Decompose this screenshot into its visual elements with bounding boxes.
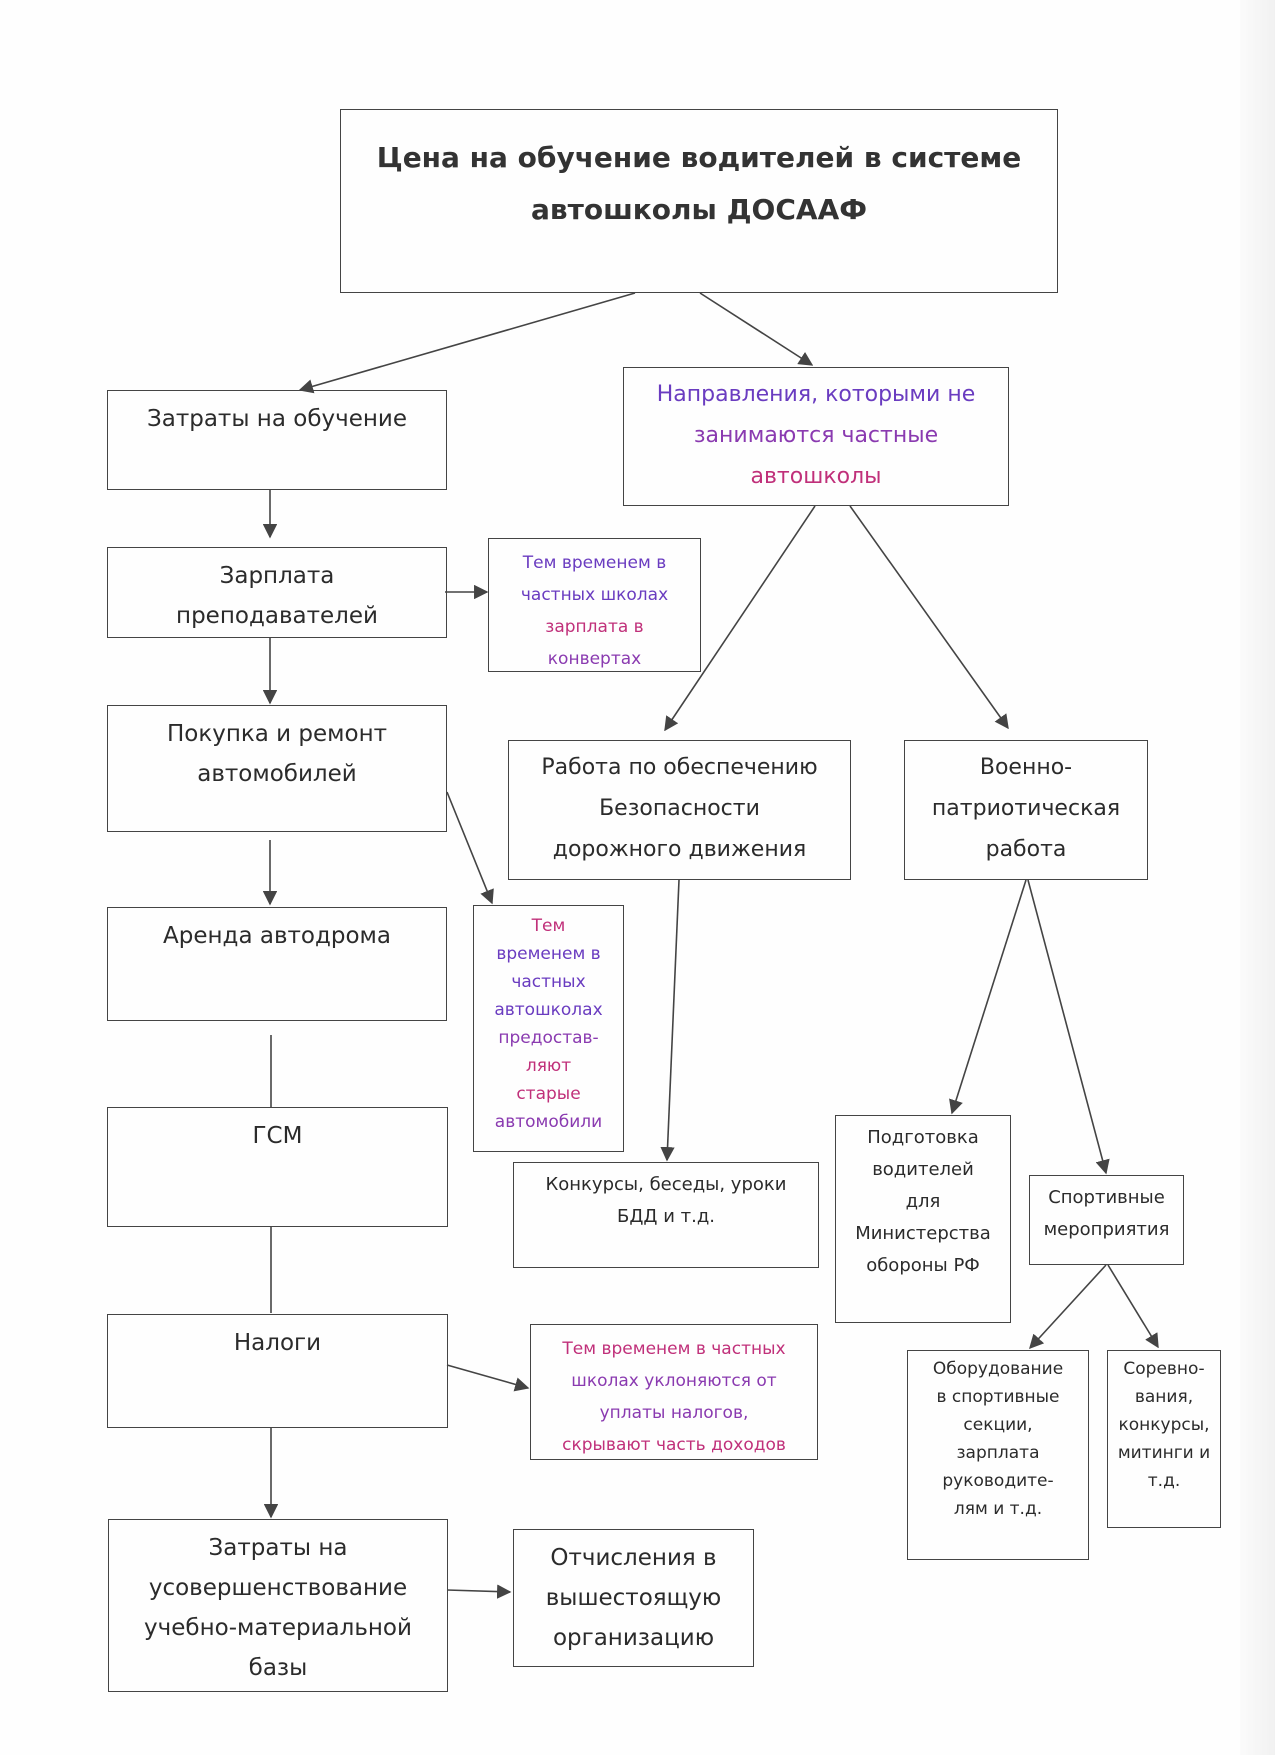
cars-note-line-5: предостав-	[498, 1028, 599, 1048]
taxes-note-line-3: уплаты налогов,	[599, 1403, 749, 1423]
equipment-line-3: секции,	[963, 1415, 1033, 1435]
cars-note-line-6: ляют	[525, 1056, 572, 1076]
training-line-2: водителей	[872, 1159, 974, 1180]
equipment-line-1: Оборудование	[932, 1359, 1064, 1379]
cars-note-line-1: Тем	[531, 916, 566, 936]
military-line-3: работа	[985, 837, 1067, 862]
arrow-sports-to-equipment	[1029, 1264, 1107, 1350]
cars-note-line-4: автошколах	[494, 1000, 603, 1020]
taxes-note-box: Тем временем в частных школах уклоняются…	[530, 1324, 818, 1460]
salary-line-2: преподавателей	[176, 603, 378, 629]
deductions-line-3: организацию	[552, 1625, 715, 1651]
root-box: Цена на обучение водителей в системе авт…	[340, 109, 1058, 293]
root-line-1: Цена на обучение водителей в системе	[376, 141, 1022, 174]
equipment-line-2: в спортивные	[936, 1387, 1060, 1407]
training-line-4: Министерства	[855, 1223, 991, 1244]
road-safety-line-1: Работа по обеспечению	[541, 755, 818, 780]
arrow-root-to-costs	[298, 292, 636, 394]
competitions-line-5: т.д.	[1147, 1471, 1181, 1491]
cars-box: Покупка и ремонт автомобилей	[107, 705, 447, 832]
arrow-directions-to-road-safety	[664, 505, 816, 732]
salary-note-box: Тем временем в частных школах зарплата в…	[488, 538, 701, 672]
arrow-taxes-to-note	[446, 1364, 530, 1392]
base-box: Затраты на усовершенствование учебно-мат…	[108, 1519, 448, 1692]
training-line-1: Подготовка	[867, 1127, 979, 1148]
military-box: Военно- патриотическая работа	[904, 740, 1148, 880]
directions-line-1: Направления, которыми не	[656, 382, 976, 407]
salary-note-line-4: конвертах	[547, 649, 642, 669]
arrow-military-to-training	[949, 879, 1027, 1115]
arrow-directions-to-military	[849, 505, 1009, 730]
competitions-line-2: вания,	[1134, 1387, 1194, 1407]
cars-note-box: Тем временем в частных автошколах предос…	[473, 905, 624, 1152]
equipment-line-4: зарплата	[956, 1443, 1040, 1463]
taxes-line-1: Налоги	[233, 1330, 322, 1356]
cars-note-line-2: временем в	[496, 944, 601, 964]
training-line-3: для	[905, 1191, 941, 1212]
salary-box: Зарплата преподавателей	[107, 547, 447, 638]
base-line-2: усовершенствование	[148, 1575, 408, 1601]
contests-line-2: БДД и т.д.	[617, 1206, 715, 1227]
arrow-cars-to-note	[446, 791, 494, 905]
directions-line-3: автошколы	[750, 464, 882, 489]
directions-box: Направления, которыми не занимаются част…	[623, 367, 1009, 506]
training-line-5: обороны РФ	[866, 1255, 980, 1276]
cars-note-line-3: частных	[511, 972, 586, 992]
autodrome-box: Аренда автодрома	[107, 907, 447, 1021]
training-box: Подготовка водителей для Министерства об…	[835, 1115, 1011, 1323]
directions-line-2: занимаются частные	[693, 423, 939, 448]
base-line-4: базы	[248, 1655, 308, 1681]
equipment-box: Оборудование в спортивные секции, зарпла…	[907, 1350, 1089, 1560]
road-safety-line-2: Безопасности	[599, 796, 760, 821]
arrow-base-to-deductions	[446, 1584, 512, 1599]
cars-line-2: автомобилей	[197, 761, 357, 787]
equipment-line-5: руководите-	[942, 1471, 1054, 1491]
root-line-2: автошколы ДОСААФ	[530, 193, 868, 226]
taxes-note-line-2: школах уклоняются от	[571, 1371, 777, 1391]
base-line-3: учебно-материальной	[144, 1615, 412, 1641]
fuel-line-1: ГСМ	[252, 1123, 303, 1149]
cars-line-1: Покупка и ремонт	[166, 721, 388, 747]
competitions-line-4: митинги и	[1117, 1443, 1211, 1463]
contests-box: Конкурсы, беседы, уроки БДД и т.д.	[513, 1162, 819, 1268]
equipment-line-6: лям и т.д.	[953, 1499, 1043, 1519]
military-line-1: Военно-	[979, 755, 1073, 780]
salary-note-line-3: зарплата в	[545, 617, 644, 637]
salary-note-line-1: Тем временем в	[522, 553, 667, 573]
road-safety-line-3: дорожного движения	[552, 837, 807, 862]
arrow-road-safety-to-contests	[660, 879, 680, 1162]
salary-line-1: Зарплата	[219, 563, 335, 589]
cars-note-line-8: автомобили	[494, 1112, 603, 1132]
base-line-1: Затраты на	[208, 1535, 348, 1561]
military-line-2: патриотическая	[931, 796, 1121, 821]
taxes-note-line-4: скрывают часть доходов	[562, 1435, 786, 1455]
scan-edge	[1240, 0, 1275, 1755]
sports-line-1: Спортивные	[1048, 1187, 1165, 1208]
road-safety-box: Работа по обеспечению Безопасности дорож…	[508, 740, 851, 880]
arrow-military-to-sports	[1027, 879, 1110, 1175]
contests-line-1: Конкурсы, беседы, уроки	[545, 1174, 787, 1195]
competitions-box: Соревно- вания, конкурсы, митинги и т.д.	[1107, 1350, 1221, 1528]
costs-line-1: Затраты на обучение	[147, 406, 407, 432]
deductions-line-1: Отчисления в	[550, 1545, 717, 1571]
competitions-line-3: конкурсы,	[1118, 1415, 1210, 1435]
fuel-box: ГСМ	[107, 1107, 448, 1227]
salary-note-line-2: частных школах	[520, 585, 669, 605]
sports-line-2: мероприятия	[1043, 1219, 1170, 1240]
costs-box: Затраты на обучение	[107, 390, 447, 490]
taxes-note-line-1: Тем временем в частных	[562, 1339, 786, 1359]
competitions-line-1: Соревно-	[1123, 1359, 1205, 1379]
sports-box: Спортивные мероприятия	[1029, 1175, 1184, 1265]
arrow-sports-to-competitions	[1107, 1264, 1159, 1349]
deductions-box: Отчисления в вышестоящую организацию	[513, 1529, 754, 1667]
taxes-box: Налоги	[107, 1314, 448, 1428]
autodrome-line-1: Аренда автодрома	[163, 923, 391, 949]
cars-note-line-7: старые	[516, 1084, 581, 1104]
deductions-line-2: вышестоящую	[545, 1585, 722, 1611]
arrow-root-to-directions	[699, 292, 814, 366]
